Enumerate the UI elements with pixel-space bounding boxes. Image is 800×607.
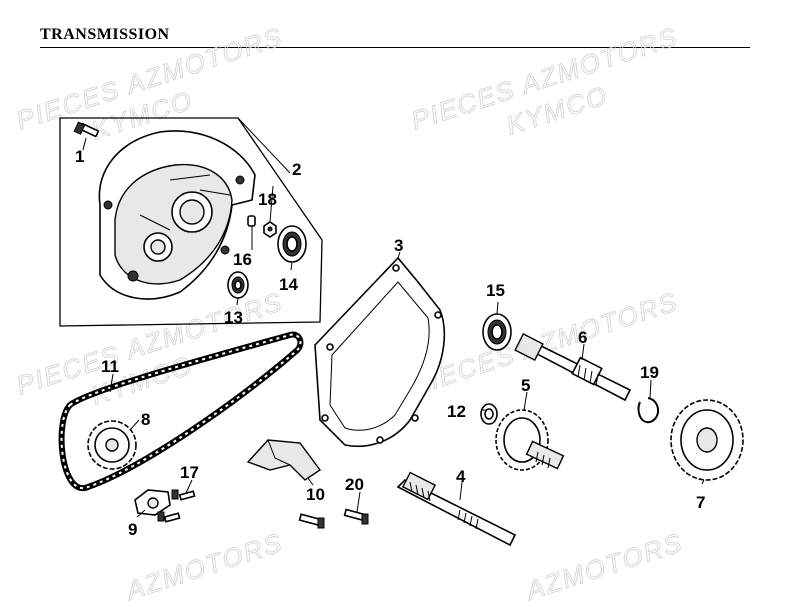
leader-lines	[82, 117, 705, 518]
part-label: 2	[292, 160, 301, 179]
part-3-gasket[interactable]	[314, 256, 446, 447]
part-10-sprocket-cover[interactable]	[246, 439, 322, 481]
part-label: 6	[578, 328, 587, 347]
part-7-final-gear[interactable]	[670, 399, 744, 481]
part-20-bolt[interactable]	[298, 508, 369, 529]
watermark-text: AZMOTORS	[521, 527, 687, 606]
title-rule	[40, 47, 750, 48]
part-13-bearing[interactable]	[227, 271, 249, 299]
part-18-nut[interactable]	[263, 221, 277, 238]
part-15-bearing[interactable]	[482, 313, 512, 351]
part-9-lock-plate[interactable]	[134, 489, 171, 516]
part-label: 4	[456, 467, 466, 486]
part-19-circlip[interactable]	[637, 397, 659, 424]
page-title: TRANSMISSION	[40, 26, 170, 43]
part-8-drive-sprocket[interactable]	[87, 420, 137, 470]
part-label: 14	[279, 275, 298, 294]
casing-group-frame	[59, 117, 323, 327]
part-label: 5	[521, 376, 530, 395]
part-label: 7	[696, 493, 705, 512]
part-16-dowel-pin[interactable]	[247, 215, 256, 227]
part-label: 18	[258, 190, 277, 209]
part-11-drive-chain[interactable]	[58, 331, 304, 491]
part-label: 12	[447, 402, 466, 421]
part-label: 3	[394, 236, 403, 255]
part-2-transmission-case[interactable]	[98, 130, 256, 300]
part-14-bearing[interactable]	[277, 225, 307, 263]
part-label: 1	[75, 147, 84, 166]
part-6-countershaft[interactable]	[514, 333, 632, 402]
part-label: 17	[180, 463, 199, 482]
watermark-text: AZMOTORS	[121, 527, 287, 606]
part-1-bolt[interactable]	[73, 121, 99, 137]
part-label: 19	[640, 363, 659, 382]
part-5-intermediate-gear[interactable]	[495, 409, 565, 471]
part-label: 10	[306, 485, 325, 504]
part-12-thrust-washer[interactable]	[480, 403, 498, 425]
part-label: 20	[345, 475, 364, 494]
part-label: 13	[224, 308, 243, 327]
part-label: 15	[486, 281, 505, 300]
part-4-drive-shaft[interactable]	[396, 471, 517, 547]
part-label: 8	[141, 410, 150, 429]
part-label: 16	[233, 250, 252, 269]
part-label: 11	[101, 357, 119, 376]
part-labels: 1 2 3 4 5 6 7 8 9 10 11 12 13 14 15 16 1…	[75, 147, 705, 539]
watermark-text: PIECES AZMOTORS	[408, 286, 682, 401]
part-label: 9	[128, 520, 137, 539]
